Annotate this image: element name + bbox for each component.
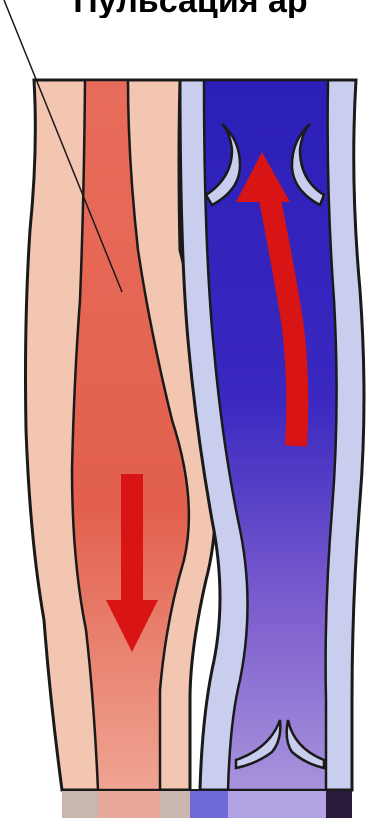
figure-title: Пульсация ар — [0, 0, 381, 18]
cross-section-strip — [62, 790, 352, 818]
